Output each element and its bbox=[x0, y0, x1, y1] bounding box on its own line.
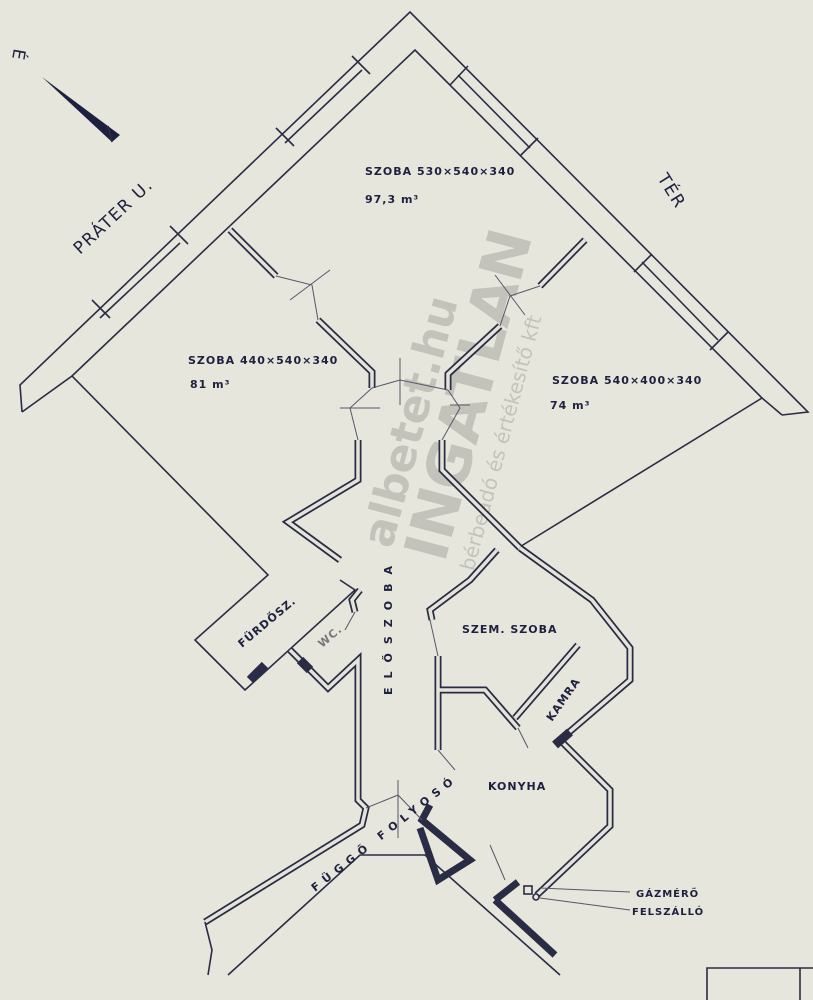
room-label-szem-szoba: SZEM. SZOBA bbox=[462, 623, 558, 636]
room-label-konyha: KONYHA bbox=[488, 780, 546, 793]
north-label: É bbox=[7, 47, 31, 63]
door-swings bbox=[275, 269, 541, 881]
street-label-prater: PRÁTER U. bbox=[68, 173, 157, 258]
annotation-gazmero: GÁZMÉRŐ bbox=[636, 886, 699, 900]
street-label-ter: TÉR bbox=[652, 168, 691, 212]
annotation-felszallo: FELSZÁLLÓ bbox=[632, 905, 704, 918]
room-label-eloszoba: ELŐSZOBA bbox=[381, 557, 395, 695]
watermark: albetet.hu INGATLAN bérbeadó és értékesí… bbox=[353, 222, 547, 573]
room-label-szoba-3: SZOBA 540×400×340 bbox=[552, 374, 702, 387]
room-label-szoba-1: SZOBA 530×540×340 bbox=[365, 165, 515, 178]
room-volume-szoba-2: 81 m³ bbox=[190, 378, 230, 391]
room-volume-szoba-1: 97,3 m³ bbox=[365, 193, 419, 206]
room-volume-szoba-3: 74 m³ bbox=[550, 399, 590, 412]
room-label-szoba-2: SZOBA 440×540×340 bbox=[188, 354, 338, 367]
room-label-wc: WC. bbox=[316, 623, 345, 651]
outer-walls bbox=[19, 10, 810, 416]
room-label-furdo: FÜRDŐSZ. bbox=[235, 594, 299, 651]
title-block bbox=[706, 967, 813, 1000]
north-arrow-icon: É bbox=[7, 47, 120, 143]
interior-walls bbox=[71, 227, 763, 976]
